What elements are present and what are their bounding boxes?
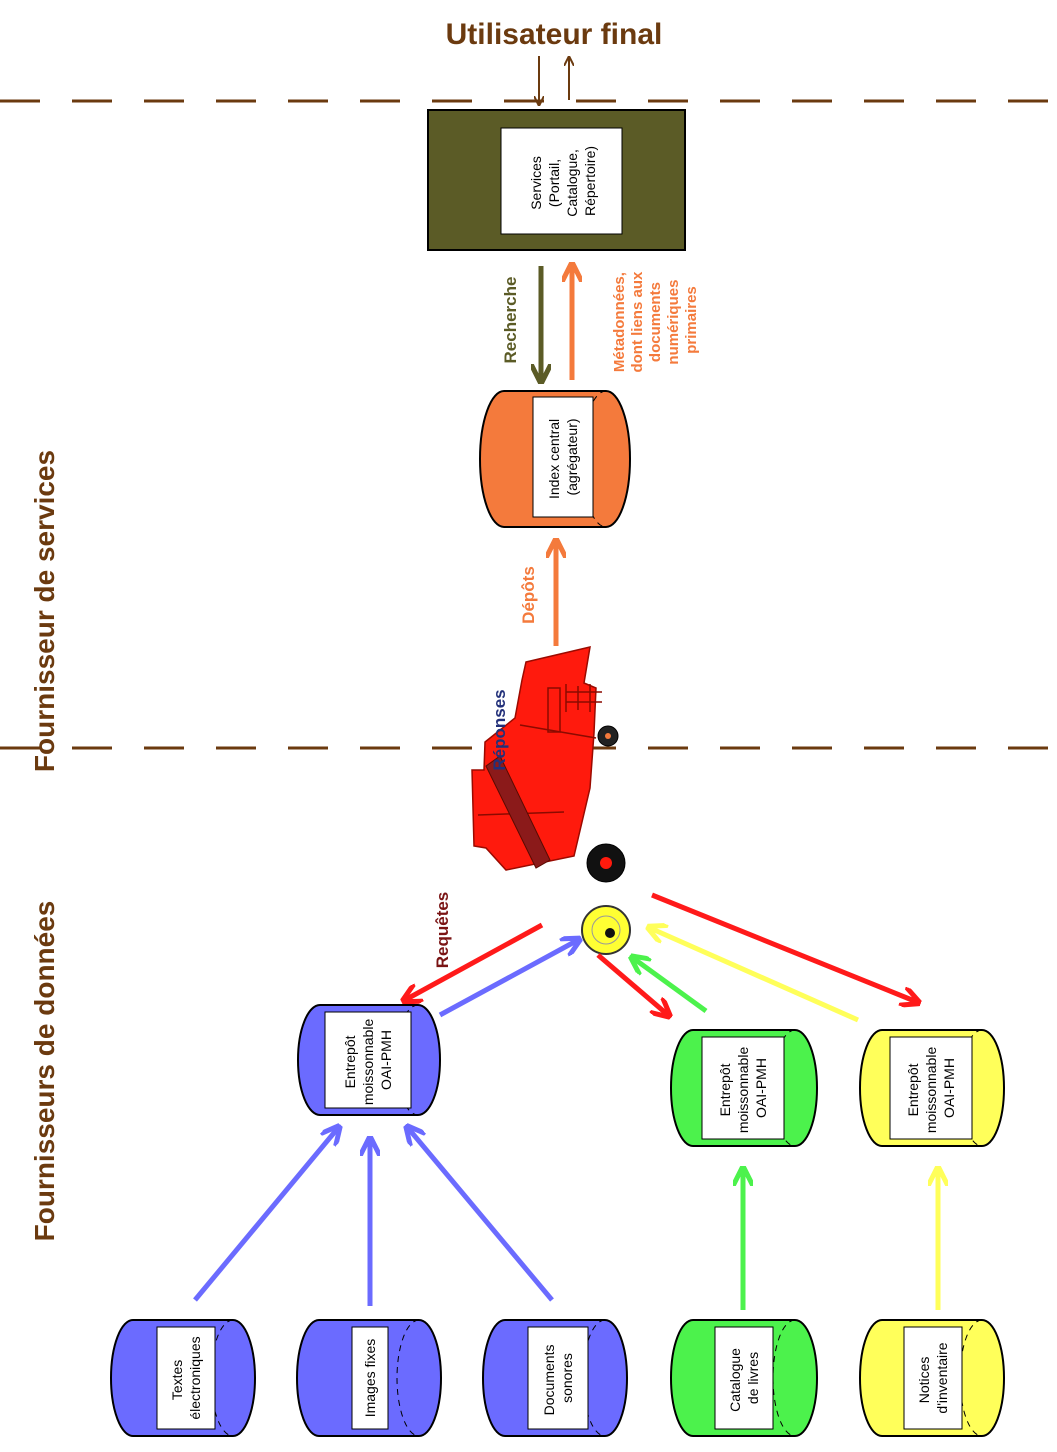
metadonnees-line-3: documents [647, 282, 664, 362]
repo-blue-line-2: moissonnable [360, 1019, 376, 1106]
repository-cylinder-blue: Entrepôt moissonnable OAI-PMH [297, 1004, 441, 1116]
repo-yellow-line-2: moissonnable [923, 1047, 939, 1134]
request-arrow-blue [405, 922, 544, 1000]
label-fournisseur-services: Fournisseur de services [29, 450, 60, 772]
metadonnees-line-2: dont liens aux [629, 271, 646, 373]
request-arrow-yellow [651, 892, 917, 1002]
repo-green-line-3: OAI-PMH [753, 1058, 769, 1118]
source-images-line-1: Images fixes [362, 1339, 378, 1418]
svg-text:Services (Portail,: Services (Portail, Catalogue, Répertoire… [528, 145, 598, 217]
repository-cylinder-yellow: Entrepôt moissonnable OAI-PMH [859, 1029, 1005, 1147]
label-requetes: Requêtes [433, 892, 452, 969]
top-label: Utilisateur final [446, 18, 663, 51]
metadonnees-line-5: primaires [683, 286, 700, 354]
services-line-1: Services [528, 156, 544, 210]
source-cylinder-catalogue: Catalogue de livres [670, 1319, 818, 1437]
svg-text:Catalogue de livres: Catalogue de livres [727, 1344, 761, 1412]
harvester-illustration [471, 646, 631, 955]
svg-text:Entrepôt moissonnable: Entrepôt moissonnable OAI-PMH [905, 1043, 957, 1133]
repo-green-line-2: moissonnable [735, 1047, 751, 1134]
source-cylinder-notices: Notices d'inventaire [859, 1319, 1005, 1437]
repo-blue-line-1: Entrepôt [342, 1035, 358, 1088]
source-catalogue-line-1: Catalogue [727, 1348, 743, 1412]
arrow-textes-to-repo [193, 1128, 338, 1302]
svg-text:Entrepôt moissonnable: Entrepôt moissonnable OAI-PMH [342, 1015, 394, 1105]
label-fournisseurs-donnees: Fournisseurs de données [29, 901, 60, 1242]
metadonnees-line-1: Métadonnées, [611, 272, 628, 372]
source-textes-line-1: Textes [169, 1360, 185, 1400]
services-box: Services (Portail, Catalogue, Répertoire… [427, 109, 686, 251]
svg-text:Textes électroniques: Textes électroniques [169, 1336, 203, 1419]
central-index-line-1: Index central [546, 419, 562, 499]
repo-yellow-line-3: OAI-PMH [941, 1058, 957, 1118]
services-line-3: Catalogue, [564, 149, 580, 217]
arrow-documents-to-repo [408, 1128, 554, 1302]
source-cylinder-textes: Textes électroniques [110, 1319, 256, 1437]
svg-text:Entrepôt moissonnable: Entrepôt moissonnable OAI-PMH [717, 1043, 769, 1133]
repo-green-line-1: Entrepôt [717, 1063, 733, 1116]
request-arrow-green [596, 953, 668, 1015]
services-line-2: (Portail, [546, 159, 562, 207]
svg-text:Documents sonores: Documents sonores [541, 1341, 575, 1416]
svg-text:Notices d'inventaire: Notices d'inventaire [916, 1342, 950, 1413]
source-documents-line-1: Documents [541, 1345, 557, 1416]
label-reponses: Réponses [490, 689, 509, 770]
services-line-4: Répertoire) [582, 146, 598, 216]
repo-blue-line-3: OAI-PMH [378, 1030, 394, 1090]
label-depots: Dépôts [519, 566, 538, 624]
source-documents-line-2: sonores [559, 1353, 575, 1403]
source-catalogue-line-2: de livres [745, 1352, 761, 1404]
repository-cylinder-green: Entrepôt moissonnable OAI-PMH [670, 1029, 818, 1147]
source-notices-line-1: Notices [916, 1357, 932, 1404]
central-index-cylinder: Index central (agrégateur) [479, 390, 631, 528]
source-notices-line-2: d'inventaire [934, 1342, 950, 1413]
source-textes-line-2: électroniques [187, 1336, 203, 1419]
label-recherche: Recherche [501, 277, 520, 364]
metadonnees-line-4: numériques [665, 280, 682, 365]
svg-text:Images fixes: Images fixes [362, 1339, 378, 1418]
source-cylinder-documents: Documents sonores [482, 1319, 628, 1437]
svg-text:Index central (agrégateu: Index central (agrégateur) [546, 415, 580, 499]
label-metadonnees: Métadonnées, dont liens aux documents nu… [611, 267, 700, 372]
repo-yellow-line-1: Entrepôt [905, 1063, 921, 1116]
response-arrow-blue [438, 940, 578, 1018]
source-cylinder-images: Images fixes [296, 1319, 442, 1437]
response-arrow-yellow [650, 928, 860, 1023]
central-index-line-2: (agrégateur) [564, 418, 580, 495]
response-arrow-green [633, 958, 708, 1014]
